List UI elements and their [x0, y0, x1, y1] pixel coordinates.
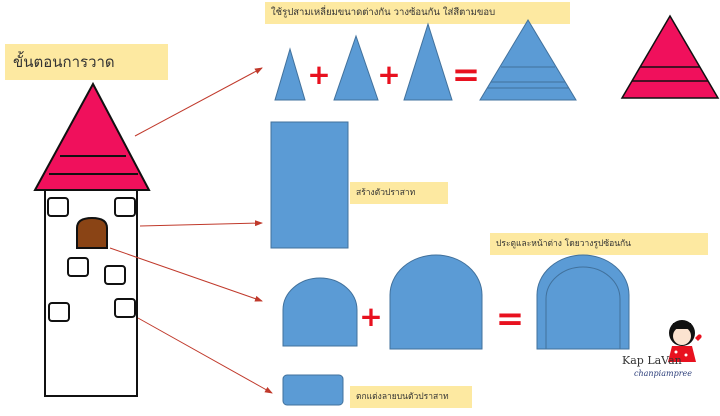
castle-brick [114, 197, 136, 217]
brand-name: Kap LaVan [622, 354, 682, 367]
equals-operator: = [452, 55, 481, 95]
brand-tagline: chanpiampree [634, 369, 693, 378]
castle-brick [48, 302, 70, 322]
step-decorate-caption: ตกแต่งลายบนตัวปราสาท [350, 386, 472, 408]
triangle-large [403, 22, 453, 101]
castle-window-arched [76, 216, 108, 249]
castle-brick [114, 298, 136, 318]
mascot-logo [668, 320, 702, 362]
step-roof-caption: ใช้รูปสามเหลี่ยมขนาดต่างกัน วางซ้อนกัน ใ… [265, 2, 570, 24]
arch-small [282, 277, 358, 347]
triangle-medium [333, 34, 379, 101]
plus-operator: + [377, 58, 400, 91]
step-body-caption: สร้างตัวปราสาท [350, 182, 448, 204]
arrow-to-decorate-step [137, 317, 273, 394]
arch-large [389, 254, 483, 350]
castle-brick [104, 265, 126, 285]
arch-stacked-result [536, 254, 630, 350]
arrow-to-door-step [109, 247, 263, 302]
castle-roof [33, 81, 151, 191]
castle-illustration [33, 81, 151, 397]
arrow-to-body-step [139, 220, 263, 227]
roof-step-shapes [274, 19, 577, 101]
pink-roof-reference [620, 14, 720, 99]
triangle-stacked-result [479, 19, 577, 101]
castle-brick [67, 257, 89, 277]
triangle-small [274, 47, 306, 101]
plus-operator: + [359, 300, 382, 333]
arrow-to-roof-step [134, 67, 263, 137]
equals-operator: = [496, 299, 525, 339]
page-title: ขั้นตอนการวาด [5, 44, 168, 80]
castle-body-rectangle [270, 121, 349, 249]
door-window-step-shapes [282, 254, 630, 350]
decoration-brick-shape [282, 374, 344, 406]
castle-brick [47, 197, 69, 217]
plus-operator: + [307, 58, 330, 91]
connector-arrows [109, 67, 273, 394]
step-door-window-caption: ประตูและหน้าต่าง โดยวางรูปซ้อนกัน [490, 233, 708, 255]
